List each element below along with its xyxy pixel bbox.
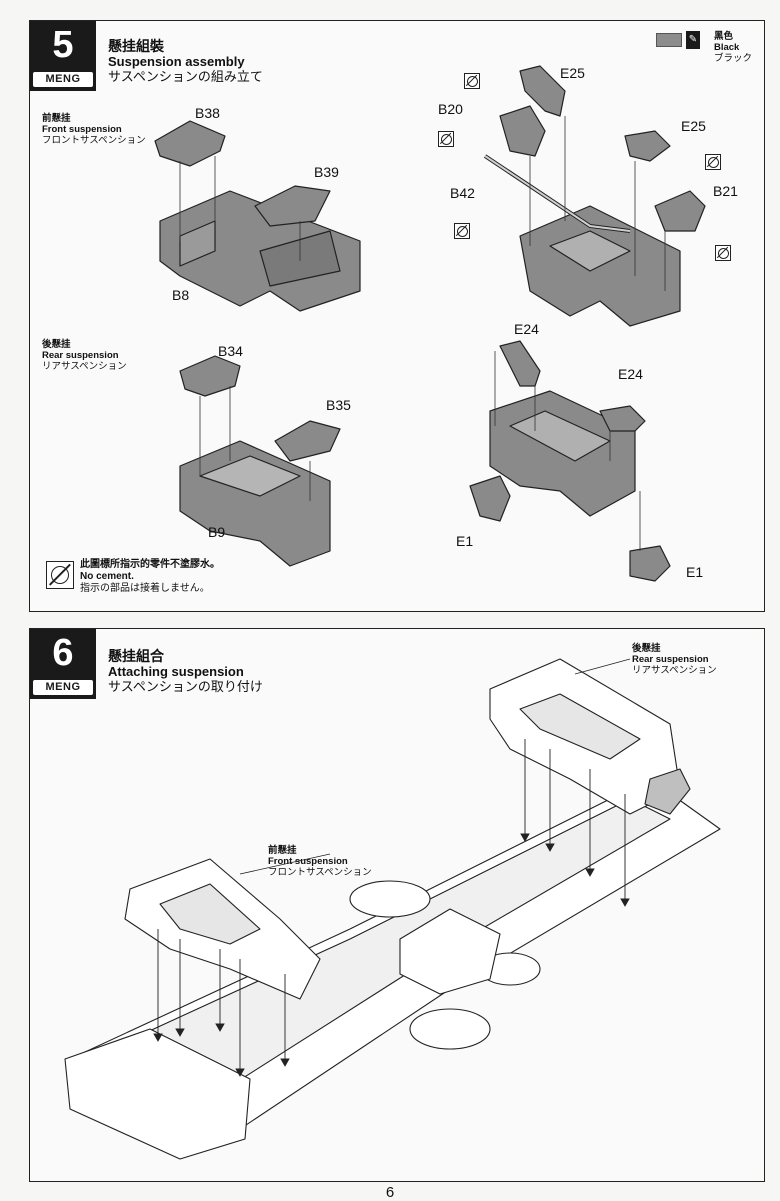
front-ja: フロントサスペンション [42, 135, 146, 146]
part-e1-right [629, 545, 671, 582]
no-cement-icon [705, 154, 721, 170]
title-en: Attaching suspension [108, 664, 244, 679]
front-suspension-label: 前懸挂 Front suspension フロントサスペンション [42, 113, 146, 146]
part-label-e1-right: E1 [686, 564, 704, 580]
rear-en: Rear suspension [42, 350, 119, 361]
front-bumper [64, 1028, 251, 1160]
step-6-badge: 6 MENG [30, 629, 96, 699]
front-en: Front suspension [42, 124, 122, 135]
part-b21 [654, 190, 706, 232]
part-e25-left [519, 65, 566, 117]
part-label-e25-right: E25 [681, 118, 706, 134]
title-en: Suspension assembly [108, 54, 245, 69]
color-legend: ✎ 黑色 Black ブラック [655, 31, 752, 64]
color-swatch [655, 33, 682, 47]
rear-zh: 後懸挂 [42, 339, 71, 350]
brand-logo: MENG [33, 72, 93, 87]
rear-en: Rear suspension [632, 654, 709, 665]
title-zh: 懸挂組裝 [108, 38, 164, 54]
title-ja: サスペンションの取り付け [108, 679, 263, 694]
part-label-b9: B9 [208, 524, 226, 540]
title-zh: 懸挂組合 [108, 648, 164, 664]
front-zh: 前懸挂 [42, 113, 71, 124]
part-label-b35: B35 [326, 397, 351, 413]
part-b38 [154, 120, 226, 167]
page-number: 6 [385, 1184, 395, 1201]
step-5-title: 懸挂組裝 Suspension assembly サスペンションの組み立て [108, 38, 263, 85]
tank [349, 880, 431, 918]
part-label-b42: B42 [450, 185, 475, 201]
step-6-panel: 6 MENG 懸挂組合 Attaching suspension サスペンション… [29, 628, 765, 1182]
step-5-panel: 5 MENG 懸挂組裝 Suspension assembly サスペンションの… [29, 20, 765, 612]
no-cement-icon [454, 223, 470, 239]
part-label-e24-right: E24 [618, 366, 643, 382]
part-label-b20: B20 [438, 101, 463, 117]
rear-zh: 後懸挂 [632, 643, 661, 654]
no-cement-ja: 指示の部品は接着しません。 [80, 583, 210, 594]
no-cement-icon [464, 73, 480, 89]
title-ja: サスペンションの組み立て [108, 69, 263, 84]
rear-suspension-label: 後懸挂 Rear suspension リアサスペンション [632, 643, 717, 676]
part-b39 [254, 185, 331, 227]
part-label-e1-left: E1 [456, 533, 474, 549]
no-cement-icon [438, 131, 454, 147]
color-ja: ブラック [713, 53, 752, 64]
front-suspension-label: 前懸挂 Front suspension フロントサスペンション [268, 845, 372, 878]
part-e24-left [499, 340, 541, 387]
front-en: Front suspension [268, 856, 348, 867]
part-label-b38: B38 [195, 105, 220, 121]
no-cement-en: No cement. [80, 571, 134, 582]
part-e25-right [624, 130, 671, 162]
part-b20 [499, 105, 546, 157]
front-zh: 前懸挂 [268, 845, 297, 856]
brand-logo: MENG [33, 680, 93, 695]
engine-block [399, 908, 501, 995]
part-b34 [179, 355, 241, 397]
step-5-badge: 5 MENG [30, 21, 96, 91]
suspension-assembly-illustration [154, 65, 706, 582]
color-zh: 黑色 [713, 31, 733, 42]
part-label-e24-left: E24 [514, 321, 539, 337]
part-e1-left [469, 475, 511, 522]
no-cement-icon [46, 561, 74, 589]
chassis-illustration [64, 658, 721, 1160]
paintbrush-icon: ✎ [685, 31, 700, 49]
rear-ja: リアサスペンション [42, 361, 127, 372]
front-ja: フロントサスペンション [268, 867, 372, 878]
part-label-b34: B34 [218, 343, 243, 359]
no-cement-icon [715, 245, 731, 261]
tank [409, 1008, 491, 1050]
no-cement-zh: 此圖標所指示的零件不塗膠水。 [80, 559, 220, 570]
color-en: Black [713, 42, 740, 53]
rear-suspension-label: 後懸挂 Rear suspension リアサスペンション [42, 339, 127, 372]
step-number: 6 [52, 632, 74, 674]
rear-ja: リアサスペンション [632, 665, 717, 676]
step-6-title: 懸挂組合 Attaching suspension サスペンションの取り付け [108, 648, 263, 695]
part-e24-right [599, 405, 646, 432]
part-label-b8: B8 [172, 287, 190, 303]
step-number: 5 [52, 24, 74, 66]
part-b35 [274, 420, 341, 462]
part-label-e25-left: E25 [560, 65, 585, 81]
part-label-b21: B21 [713, 183, 738, 199]
part-label-b39: B39 [314, 164, 339, 180]
